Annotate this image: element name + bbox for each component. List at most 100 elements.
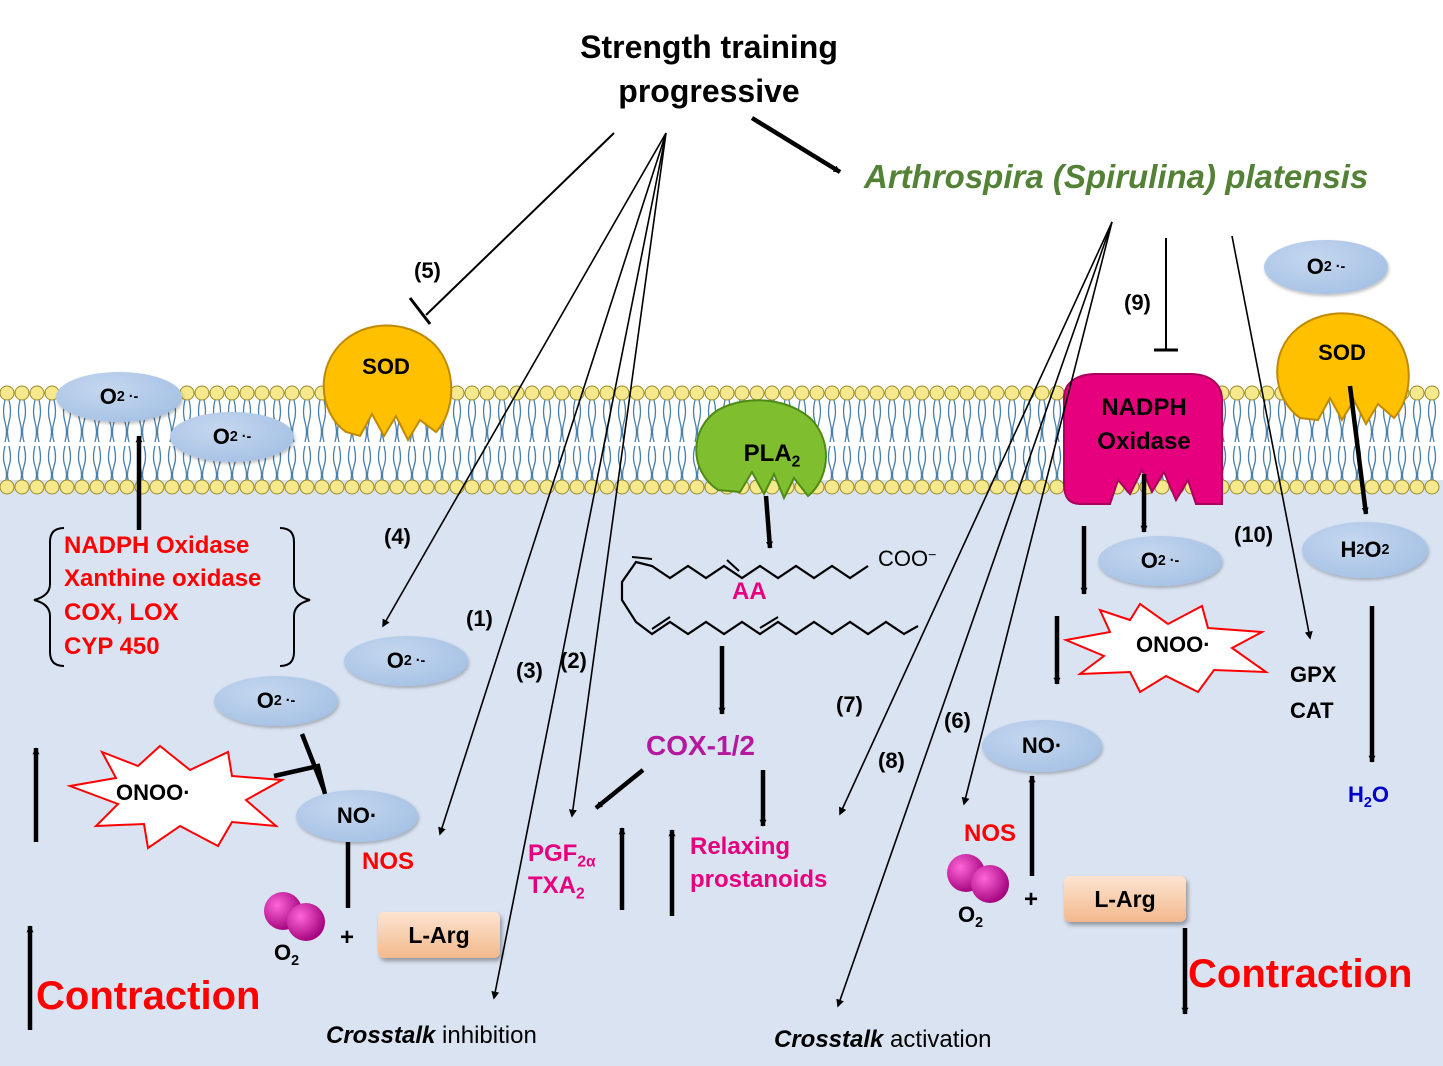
txa-text: TXA (528, 872, 576, 899)
crosstalk-italic: Crosstalk (774, 1026, 884, 1053)
nadph-label-line-1: NADPH (1101, 394, 1187, 421)
title-line-1: Strength training (580, 29, 838, 65)
o2-sub: 2 (403, 653, 412, 669)
onoo-burst-right (1062, 602, 1270, 694)
crosstalk-italic: Crosstalk (326, 1022, 436, 1049)
h2o2-h: H (1340, 537, 1357, 562)
step-8-label: (8) (878, 748, 905, 773)
onoo-burst-left (66, 744, 286, 850)
relaxing-line-1: Relaxing (690, 833, 791, 860)
peroxynitrite-label-right: ONOO· (1136, 632, 1211, 657)
o2-o: O (1140, 548, 1158, 573)
sod-label-right: SOD (1318, 340, 1366, 365)
nadph-label-line-2: Oxidase (1097, 428, 1191, 455)
o2-o: O (386, 648, 404, 673)
nos-label-right: NOS (964, 820, 1017, 847)
h2o2-s1: 2 (1356, 542, 1365, 558)
h2o-sub: 2 (1363, 795, 1372, 811)
o2-o: O (256, 688, 274, 713)
l-arginine-box: L-Arg (378, 912, 500, 958)
o2-sup: ·- (1169, 553, 1180, 569)
oxygen-label-right: O2 (958, 902, 983, 931)
crosstalk-activation-label: Crosstalk activation (774, 1026, 991, 1054)
plus-right: + (1024, 886, 1039, 913)
contraction-left: Contraction (36, 974, 261, 1018)
nitric-oxide-oval: NO· (296, 790, 418, 842)
o2m-o: O (274, 940, 292, 965)
carboxylate-label: COO− (878, 546, 936, 572)
crosstalk-inhibition-label: Crosstalk inhibition (326, 1022, 537, 1050)
o2m-sub: 2 (291, 953, 300, 969)
spirulina-label: Arthrospira (Spirulina) platensis (864, 158, 1369, 195)
enzyme-cox-lox: COX, LOX (64, 599, 179, 626)
txa2-label: TXA2 (528, 872, 585, 903)
o2-sup: ·- (241, 429, 252, 445)
h2o2-s2: 2 (1381, 542, 1390, 558)
step-2-label: (2) (560, 648, 587, 673)
water-label: H2O (1348, 782, 1389, 811)
o2-o: O (212, 424, 230, 449)
enzyme-nadph-oxidase: NADPH Oxidase (64, 532, 250, 559)
enzyme-cyp450: CYP 450 (64, 633, 160, 660)
pgf-text: PGF (528, 840, 578, 867)
coo-sup: − (928, 547, 937, 564)
peroxynitrite-label-left: ONOO· (116, 780, 191, 805)
pla2-sub: 2 (791, 453, 801, 471)
sod-label-left: SOD (362, 354, 410, 379)
o2-sup: ·- (415, 653, 426, 669)
pgf2a-label: PGF2α (528, 840, 596, 871)
o2-sub: 2 (1323, 259, 1332, 275)
o2-sub: 2 (1157, 553, 1166, 569)
h2o2-o: O (1364, 537, 1382, 562)
cat-label: CAT (1290, 698, 1334, 723)
step-1-label: (1) (466, 606, 493, 631)
nos-label-left: NOS (362, 848, 415, 875)
sod-enzyme-left (322, 324, 453, 443)
o2-o: O (99, 384, 117, 409)
right-brace (279, 527, 311, 667)
plus-left: + (340, 924, 355, 951)
cox12-label: COX-1/2 (646, 730, 755, 761)
step-5-label: (5) (414, 258, 441, 283)
o2-sup: ·- (1335, 259, 1346, 275)
o2m-o: O (958, 902, 976, 927)
step-10-label: (10) (1234, 522, 1274, 547)
l-arginine-box: L-Arg (1064, 876, 1186, 922)
sod-enzyme-right (1276, 312, 1410, 427)
pla2-label: PLA2 (722, 440, 822, 471)
enzyme-xanthine-oxidase: Xanthine oxidase (64, 565, 262, 592)
oxygen-label-left: O2 (274, 940, 299, 969)
step-4-label: (4) (384, 524, 411, 549)
crosstalk-rest: activation (883, 1026, 992, 1053)
pla2-enzyme (695, 399, 827, 501)
step-9-label: (9) (1124, 290, 1151, 315)
o2-sub: 2 (229, 429, 238, 445)
nitric-oxide-oval: NO· (982, 720, 1102, 772)
pgf-sub: 2α (577, 853, 596, 871)
contraction-right: Contraction (1188, 952, 1413, 996)
o2-sup: ·- (285, 693, 296, 709)
o2-sub: 2 (116, 389, 125, 405)
h2o-h: H (1348, 782, 1364, 807)
arachidonic-acid-label: AA (732, 578, 767, 605)
o2-o: O (1306, 254, 1324, 279)
title-line-2: progressive (618, 73, 800, 109)
pla2-text: PLA (743, 440, 792, 467)
relaxing-line-2: prostanoids (690, 866, 828, 893)
arachidonic-acid-skeleton (620, 560, 919, 636)
o2m-sub: 2 (975, 915, 984, 931)
step-7-label: (7) (836, 692, 863, 717)
o2-sup: ·- (128, 389, 139, 405)
step-3-label: (3) (516, 658, 543, 683)
left-brace (33, 527, 65, 667)
coo-text: COO (878, 546, 929, 571)
gpx-label: GPX (1290, 662, 1337, 687)
